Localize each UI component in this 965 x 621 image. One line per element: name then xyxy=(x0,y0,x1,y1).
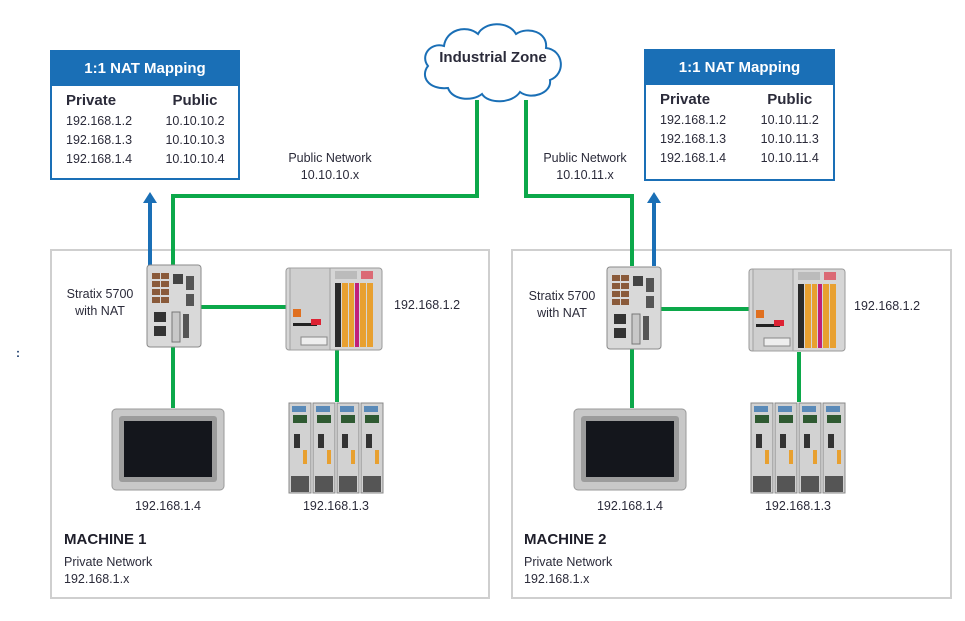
wire-public-2-down-to-switch xyxy=(630,194,634,266)
hmi-touchscreen-icon xyxy=(573,408,687,491)
wire-controller-to-drives xyxy=(335,350,339,402)
nat-arrow-1-shaft xyxy=(148,200,152,266)
wire-public-1-horizontal xyxy=(171,194,479,198)
controller-2 xyxy=(748,266,848,354)
hmi-panel-2 xyxy=(573,408,687,491)
plc-controller-icon xyxy=(748,268,846,352)
nat-cell: 192.168.1.3 xyxy=(66,133,133,147)
network-switch-icon xyxy=(606,266,662,350)
machine-1-title: MACHINE 1 xyxy=(64,531,147,548)
nat-public-column: Public 10.10.11.2 10.10.11.3 10.10.11.4 xyxy=(747,91,834,168)
nat-table-1: 1:1 NAT Mapping Private 192.168.1.2 192.… xyxy=(50,50,240,180)
nat-public-column: Public 10.10.10.2 10.10.10.3 10.10.10.4 xyxy=(152,92,238,169)
nat-cell: 192.168.1.4 xyxy=(66,152,133,166)
nat-header-private: Private xyxy=(660,91,711,108)
public-network-name: Public Network xyxy=(288,151,372,165)
machine-1-network: Private Network 192.168.1.x xyxy=(64,554,152,588)
nat-cell: 192.168.1.2 xyxy=(66,114,133,128)
arrow-up-icon xyxy=(143,192,157,203)
wire-switch-to-hmi xyxy=(171,346,175,408)
nat-header-public: Public xyxy=(172,92,218,109)
nat-cell: 192.168.1.4 xyxy=(660,151,727,165)
nat-cell: 10.10.11.3 xyxy=(760,132,819,146)
switch-label: Stratix 5700 with NAT xyxy=(522,288,602,322)
switch-label-line2: with NAT xyxy=(75,304,125,318)
private-network-subnet: 192.168.1.x xyxy=(524,572,590,586)
nat-private-column: Private 192.168.1.2 192.168.1.3 192.168.… xyxy=(52,92,152,169)
controller-ip: 192.168.1.2 xyxy=(854,299,921,313)
switch-label-line1: Stratix 5700 xyxy=(528,289,596,303)
nat-arrow-2-shaft xyxy=(652,200,656,266)
stratix-switch-2 xyxy=(606,266,662,350)
nat-cell: 10.10.10.2 xyxy=(165,114,225,128)
servo-drives-1 xyxy=(288,402,384,494)
public-network-subnet: 10.10.11.x xyxy=(556,168,614,182)
wire-public-1-down-to-switch xyxy=(171,194,175,266)
wire-switch-to-controller xyxy=(200,305,286,309)
servo-drive-icon xyxy=(288,402,384,494)
cloud-icon xyxy=(423,23,562,103)
wire-controller-to-drives xyxy=(797,352,801,402)
nat-cell: 10.10.10.3 xyxy=(165,133,225,147)
wire-cloud-to-machine-2-vertical xyxy=(524,100,528,198)
public-network-1-label: Public Network 10.10.10.x xyxy=(270,150,390,184)
nat-cell: 10.10.10.4 xyxy=(165,152,225,166)
drives-ip: 192.168.1.3 xyxy=(764,499,832,513)
wire-public-2-horizontal xyxy=(524,194,634,198)
nat-cell: 10.10.11.4 xyxy=(760,151,819,165)
nat-cell: 10.10.11.2 xyxy=(760,113,819,127)
nat-cell: 192.168.1.2 xyxy=(660,113,727,127)
hmi-touchscreen-icon xyxy=(111,408,225,491)
switch-label: Stratix 5700 with NAT xyxy=(60,286,140,320)
controller-ip: 192.168.1.2 xyxy=(394,298,461,312)
nat-private-column: Private 192.168.1.2 192.168.1.3 192.168.… xyxy=(646,91,747,168)
wire-cloud-to-machine-1-vertical xyxy=(475,100,479,198)
drives-ip: 192.168.1.3 xyxy=(302,499,370,513)
machine-2-network: Private Network 192.168.1.x xyxy=(524,554,612,588)
switch-label-line1: Stratix 5700 xyxy=(66,287,134,301)
public-network-subnet: 10.10.10.x xyxy=(300,168,360,182)
plc-controller-icon xyxy=(285,267,383,351)
network-switch-icon xyxy=(146,264,202,348)
public-network-2-label: Public Network 10.10.11.x xyxy=(525,150,645,184)
hmi-panel-1 xyxy=(111,408,225,491)
servo-drives-2 xyxy=(750,402,846,494)
nat-table-2: 1:1 NAT Mapping Private 192.168.1.2 192.… xyxy=(644,49,835,181)
private-network-name: Private Network xyxy=(524,555,613,569)
nat-header-public: Public xyxy=(767,91,813,108)
wire-switch-to-hmi xyxy=(630,348,634,408)
controller-1 xyxy=(285,265,385,353)
hmi-ip: 192.168.1.4 xyxy=(134,499,202,513)
hmi-ip: 192.168.1.4 xyxy=(596,499,664,513)
private-network-name: Private Network xyxy=(64,555,153,569)
wire-switch-to-controller xyxy=(658,307,750,311)
cloud-label: Industrial Zone xyxy=(439,49,547,66)
public-network-name: Public Network xyxy=(543,151,627,165)
switch-label-line2: with NAT xyxy=(537,306,587,320)
servo-drive-icon xyxy=(750,402,846,494)
industrial-zone-cloud: Industrial Zone xyxy=(418,18,568,104)
private-network-subnet: 192.168.1.x xyxy=(64,572,130,586)
nat-header-private: Private xyxy=(66,92,117,109)
nat-table-title: 1:1 NAT Mapping xyxy=(52,52,238,86)
stratix-switch-1 xyxy=(146,264,202,348)
arrow-up-icon xyxy=(647,192,661,203)
nat-cell: 192.168.1.3 xyxy=(660,132,727,146)
nat-table-title: 1:1 NAT Mapping xyxy=(646,51,833,85)
machine-2-title: MACHINE 2 xyxy=(524,531,607,548)
stray-mark: : xyxy=(16,346,20,360)
